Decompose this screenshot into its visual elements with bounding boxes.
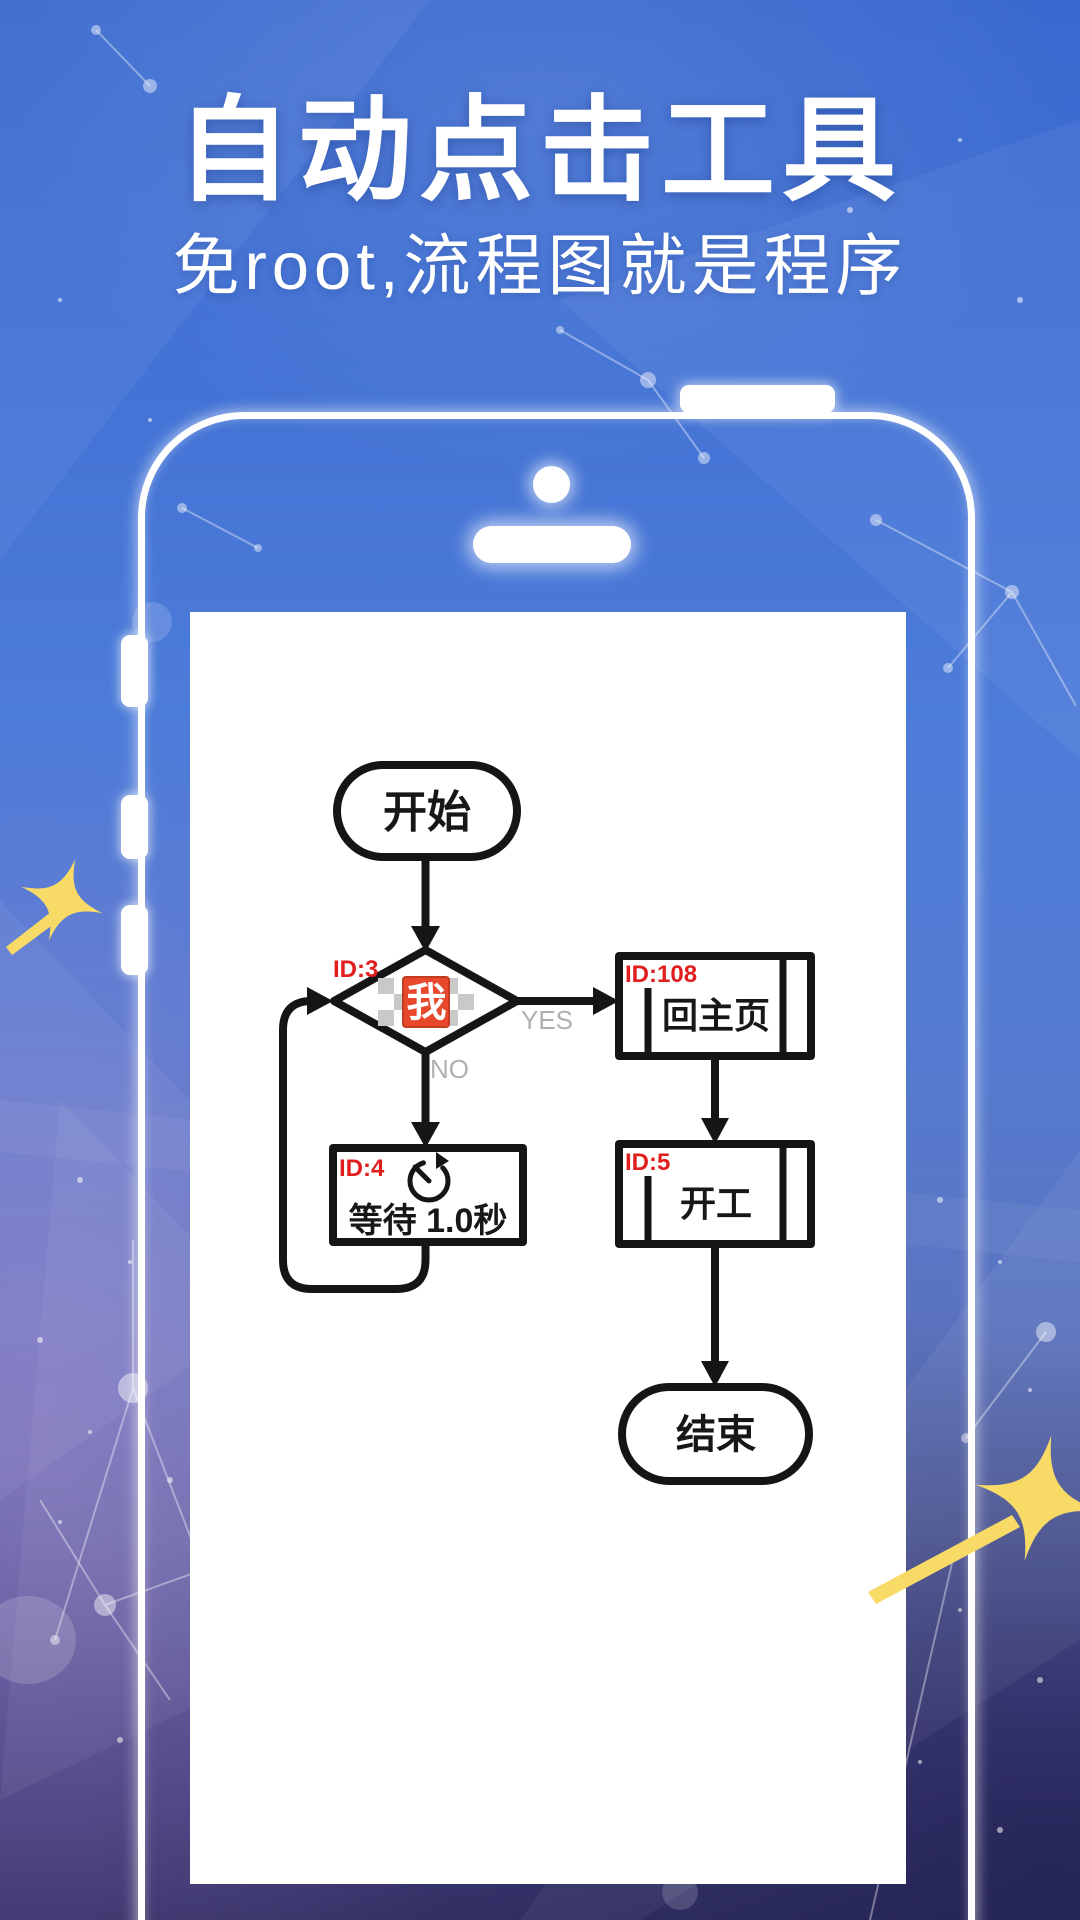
node-work[interactable]: ID:5 开工: [615, 1140, 815, 1248]
edge-home-to-work: [701, 1056, 729, 1144]
decision-id-label: ID:3: [333, 956, 378, 983]
node-home[interactable]: ID:108 回主页: [615, 952, 815, 1060]
home-id-label: ID:108: [625, 961, 697, 988]
work-id-label: ID:5: [625, 1149, 670, 1176]
poster-title: 自动点击工具: [176, 88, 903, 215]
node-wait[interactable]: ID:4 等待 1.0秒: [329, 1144, 527, 1246]
node-start[interactable]: 开始: [333, 761, 521, 861]
edge-wait-loop-to-decision: [279, 987, 430, 1293]
phone-speaker-bar: [473, 526, 631, 563]
node-decision[interactable]: 我 ID:3: [330, 946, 521, 1056]
edge-decision-to-wait-no: NO: [411, 1052, 469, 1148]
yes-label: YES: [521, 1005, 573, 1035]
phone-volume-button-3: [121, 905, 148, 975]
app-thumbnail-icon: 我: [402, 976, 450, 1028]
phone-frame: [138, 412, 975, 1920]
no-label: NO: [430, 1054, 469, 1084]
phone-power-button: [680, 385, 835, 413]
poster-subtitle: 免root,流程图就是程序: [172, 229, 908, 304]
home-node-label: 回主页: [662, 995, 770, 1036]
timer-icon: [407, 1152, 451, 1203]
end-node-label: 结束: [676, 1413, 756, 1457]
wait-id-label: ID:4: [339, 1155, 385, 1182]
wait-node-label: 等待 1.0秒: [349, 1202, 508, 1240]
phone-screen: YES NO 开始: [190, 612, 906, 1884]
work-node-label: 开工: [680, 1183, 752, 1224]
edge-decision-to-home-yes: YES: [517, 987, 619, 1035]
node-end[interactable]: 结束: [618, 1383, 813, 1485]
start-node-label: 开始: [383, 788, 471, 837]
flowchart-canvas[interactable]: YES NO 开始: [190, 612, 906, 1884]
phone-volume-button-1: [121, 635, 148, 707]
app-icon-char: 我: [407, 981, 447, 1025]
phone-camera-dot: [533, 466, 570, 503]
edge-work-to-end: [701, 1244, 729, 1387]
edge-start-to-decision: [411, 858, 440, 952]
phone-volume-button-2: [121, 795, 148, 859]
